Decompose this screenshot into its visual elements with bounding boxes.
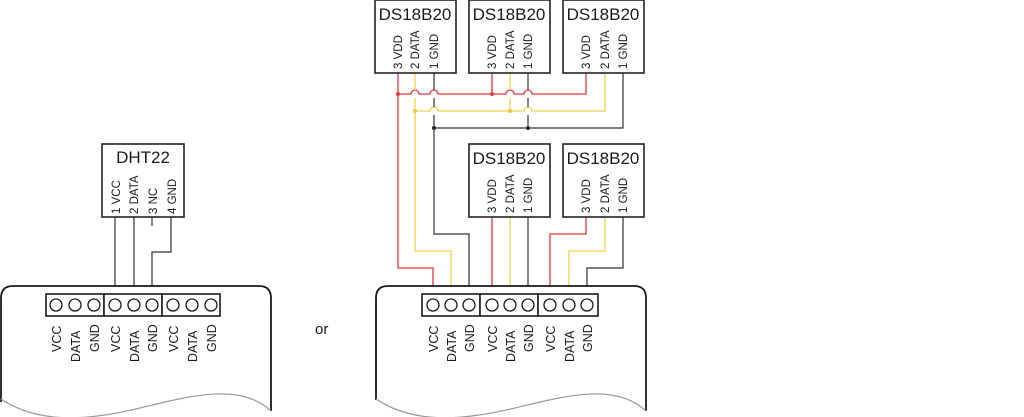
dht22-sensor: DHT22 1 VCC 2 DATA 3 NC 4 GND: [101, 143, 185, 218]
dht22-pin-label: 2 DATA: [129, 175, 141, 214]
wire-vdd-s5: [549, 217, 587, 286]
header-pin-hole: [426, 298, 440, 312]
pin-header: [421, 293, 599, 317]
board-pin-label: VCC: [50, 326, 64, 352]
header-pin-hole: [145, 298, 159, 312]
board-pin-label: DATA: [563, 330, 577, 362]
header-pin-hole: [485, 298, 499, 312]
ds18b20-pin-label: 1 GND: [523, 178, 535, 213]
ds18b20-pin-label: 1 GND: [429, 34, 441, 69]
header-pin-hole: [49, 298, 63, 312]
board-pin-label: DATA: [445, 330, 459, 362]
sensor5-wires: [549, 217, 624, 286]
ds18b20-pin-label: 1 GND: [618, 178, 630, 213]
header-pin-hole: [562, 298, 576, 312]
dht22-pin-label: 3 NC: [148, 188, 160, 214]
wire-gnd-s5: [586, 217, 624, 286]
header-pin-hole: [462, 298, 476, 312]
dht22-wires: [114, 217, 172, 286]
ds18b20-sensor-4: DS18B20 3 VDD 2 DATA 1 GND: [468, 143, 551, 218]
ds18b20-pin-label: 3 VDD: [487, 35, 499, 69]
ds18b20-pin-label: 2 DATA: [600, 174, 612, 213]
junction-dot: [508, 109, 512, 113]
controller-board-left: VCC DATA GND VCC DATA GND VCC DATA GND: [0, 285, 272, 417]
wire-vdd-bus: [398, 73, 587, 95]
board-pin-label: GND: [88, 324, 102, 352]
board-pin-label: VCC: [544, 326, 558, 352]
ds18b20-pin-label: 3 VDD: [581, 35, 593, 69]
ds18b20-title: DS18B20: [567, 5, 640, 24]
board-pin-label: VCC: [167, 326, 181, 352]
wire-data-bus: [415, 73, 606, 112]
ds18b20-pin-label: 2 DATA: [505, 174, 517, 213]
board-pin-labels: VCC DATA GND VCC DATA GND VCC DATA GND: [50, 324, 219, 362]
board-pin-label: VCC: [486, 326, 500, 352]
ds18b20-title: DS18B20: [473, 149, 546, 168]
board-pin-label: GND: [146, 324, 160, 352]
ds18b20-option: DS18B20 3 VDD 2 DATA 1 GND DS18B20 3 VDD…: [374, 0, 647, 417]
sensor4-wires: [491, 217, 529, 286]
wire-dht-gnd: [151, 217, 172, 286]
wire-gnd-bus: [434, 73, 624, 129]
dht22-option: DHT22 1 VCC 2 DATA 3 NC 4 GND: [0, 143, 272, 417]
header-pin-hole: [185, 298, 199, 312]
header-pin-hole: [127, 298, 141, 312]
board-pin-label: VCC: [427, 326, 441, 352]
board-pin-label: DATA: [186, 330, 200, 362]
ds18b20-title: DS18B20: [379, 5, 452, 24]
ds18b20-title: DS18B20: [473, 5, 546, 24]
ds18b20-pin-label: 3 VDD: [581, 179, 593, 213]
ds18b20-pin-label: 1 GND: [618, 34, 630, 69]
board-pin-label: GND: [463, 324, 477, 352]
header-pin-hole: [68, 298, 82, 312]
junction-dot: [490, 92, 494, 96]
ds18b20-pin-label: 2 DATA: [600, 30, 612, 69]
header-pin-hole: [521, 298, 535, 312]
board-pin-labels: VCC DATA GND VCC DATA GND VCC DATA GND: [427, 324, 595, 362]
header-pin-hole: [444, 298, 458, 312]
header-pin-hole: [580, 298, 594, 312]
dht22-pin-label: 4 GND: [167, 179, 179, 214]
wire-data-to-board: [414, 111, 452, 286]
header-pin-hole: [108, 298, 122, 312]
ds18b20-pin-label: 2 DATA: [410, 30, 422, 69]
board-pin-label: DATA: [128, 330, 142, 362]
board-pin-label: DATA: [504, 330, 518, 362]
header-pin-hole: [87, 298, 101, 312]
ds18b20-sensor-1: DS18B20 3 VDD 2 DATA 1 GND: [374, 0, 457, 74]
ds18b20-pin-label: 1 GND: [523, 34, 535, 69]
header-pin-hole: [166, 298, 180, 312]
board-pin-label: GND: [522, 324, 536, 352]
board-pin-label: DATA: [69, 330, 83, 362]
pin-header: [45, 293, 221, 317]
wire-gnd-to-board: [433, 128, 470, 286]
wire-data-s5: [568, 217, 606, 286]
board-pin-label: GND: [581, 324, 595, 352]
ds18b20-pin-label: 3 VDD: [393, 35, 405, 69]
ds18b20-sensor-3: DS18B20 3 VDD 2 DATA 1 GND: [562, 0, 645, 74]
ds18b20-title: DS18B20: [567, 149, 640, 168]
ds18b20-pin-label: 2 DATA: [505, 30, 517, 69]
board-pin-label: GND: [205, 324, 219, 352]
junction-dot: [526, 126, 530, 130]
header-pin-hole: [543, 298, 557, 312]
board-pin-label: VCC: [109, 326, 123, 352]
bus-wires: [396, 73, 624, 286]
ds18b20-sensor-2: DS18B20 3 VDD 2 DATA 1 GND: [468, 0, 551, 74]
ds18b20-sensor-5: DS18B20 3 VDD 2 DATA 1 GND: [562, 143, 645, 218]
header-pin-hole: [204, 298, 218, 312]
dht22-pin-label: 1 VCC: [111, 180, 123, 214]
option-separator-text: or: [315, 321, 328, 338]
controller-board-right: VCC DATA GND VCC DATA GND VCC DATA GND: [375, 285, 647, 417]
ds18b20-pin-label: 3 VDD: [487, 179, 499, 213]
wire-vdd-to-board: [397, 94, 434, 286]
header-pin-hole: [503, 298, 517, 312]
dht22-title: DHT22: [116, 148, 170, 167]
